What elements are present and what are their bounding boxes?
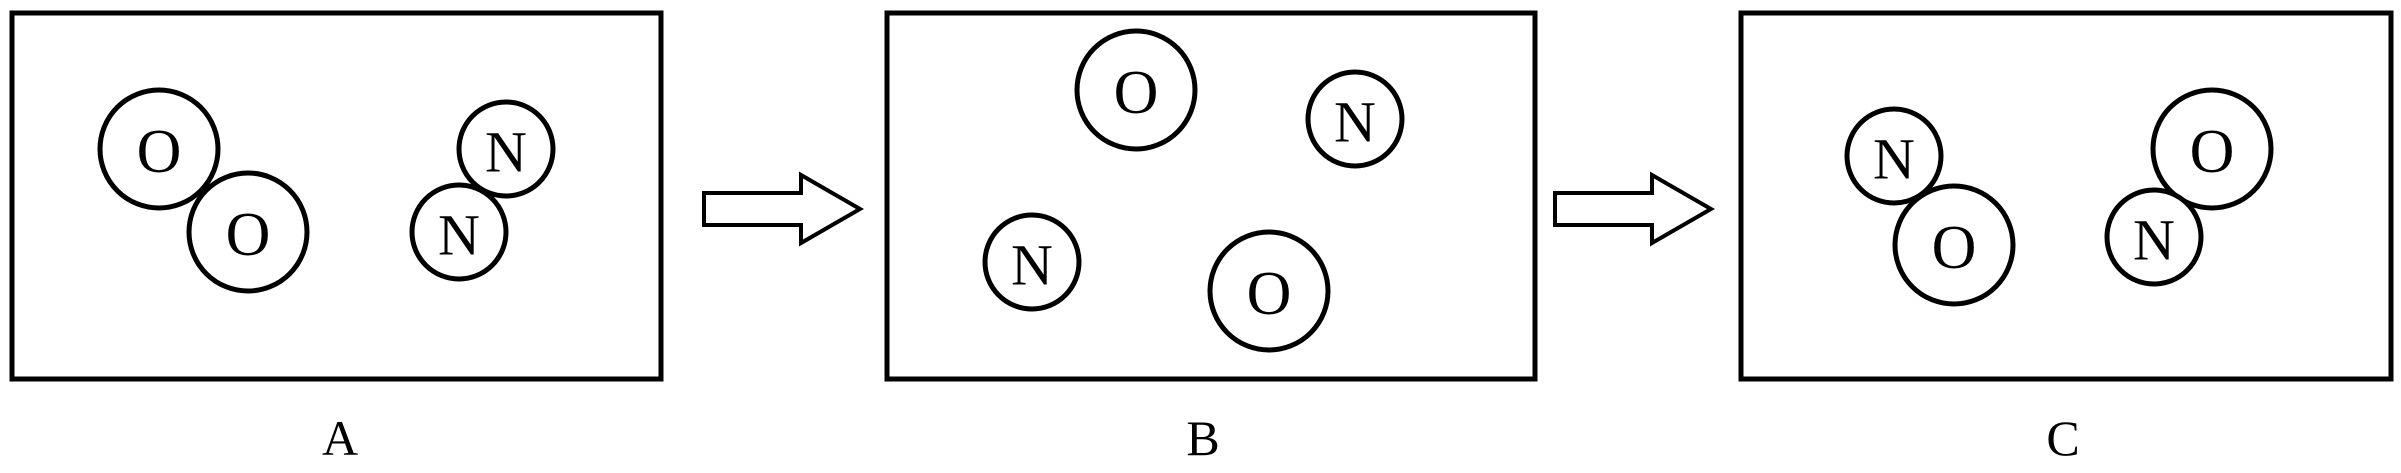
atom-circle bbox=[982, 212, 1082, 312]
arrow-right-icon bbox=[702, 171, 865, 247]
atom-symbol: N bbox=[438, 203, 480, 268]
panel-a-label: A bbox=[322, 410, 358, 466]
atom-circle bbox=[1844, 106, 1944, 206]
panel-a: OO NN A bbox=[9, 10, 664, 466]
oxygen-atom: O bbox=[97, 87, 221, 211]
nitrogen-atom: N bbox=[982, 212, 1082, 312]
atom-circle bbox=[1305, 69, 1405, 169]
panel-c-box bbox=[1738, 10, 2394, 382]
panel-b: O N N O B bbox=[884, 10, 1538, 466]
atom-symbol: O bbox=[1932, 214, 1977, 282]
atom-symbol: O bbox=[2190, 118, 2235, 186]
atom-circle bbox=[1892, 183, 2016, 307]
atom-circle bbox=[2104, 187, 2204, 287]
atom-symbol: O bbox=[226, 201, 271, 269]
atom-symbol: N bbox=[2133, 208, 2175, 273]
atom-circle bbox=[409, 182, 509, 282]
nitrogen-atom: N bbox=[456, 99, 556, 199]
oxygen-atom: O bbox=[1074, 28, 1198, 152]
atom-circle bbox=[456, 99, 556, 199]
atom-symbol: N bbox=[485, 120, 527, 185]
atom-symbol: O bbox=[1247, 260, 1292, 328]
oxygen-atom: O bbox=[1207, 229, 1331, 353]
atom-symbol: N bbox=[1873, 127, 1915, 192]
panel-a-box bbox=[9, 10, 664, 382]
oxygen-atom: O bbox=[1892, 183, 2016, 307]
panel-c-label: C bbox=[2046, 410, 2079, 466]
atom-circle bbox=[97, 87, 221, 211]
nitrogen-atom: N bbox=[1305, 69, 1405, 169]
panel-b-box bbox=[884, 10, 1538, 382]
atom-symbol: N bbox=[1011, 233, 1053, 298]
atom-symbol: N bbox=[1334, 90, 1376, 155]
arrow-right-icon bbox=[1553, 171, 1716, 247]
oxygen-atom: O bbox=[2150, 87, 2274, 211]
atom-circle bbox=[1074, 28, 1198, 152]
atom-symbol: O bbox=[137, 118, 182, 186]
nitrogen-atom: N bbox=[2104, 187, 2204, 287]
nitrogen-atom: N bbox=[1844, 106, 1944, 206]
atom-circle bbox=[2150, 87, 2274, 211]
atom-circle bbox=[186, 170, 310, 294]
oxygen-atom: O bbox=[186, 170, 310, 294]
panel-b-label: B bbox=[1186, 410, 1219, 466]
atom-circle bbox=[1207, 229, 1331, 353]
atom-symbol: O bbox=[1114, 59, 1159, 127]
nitrogen-atom: N bbox=[409, 182, 509, 282]
